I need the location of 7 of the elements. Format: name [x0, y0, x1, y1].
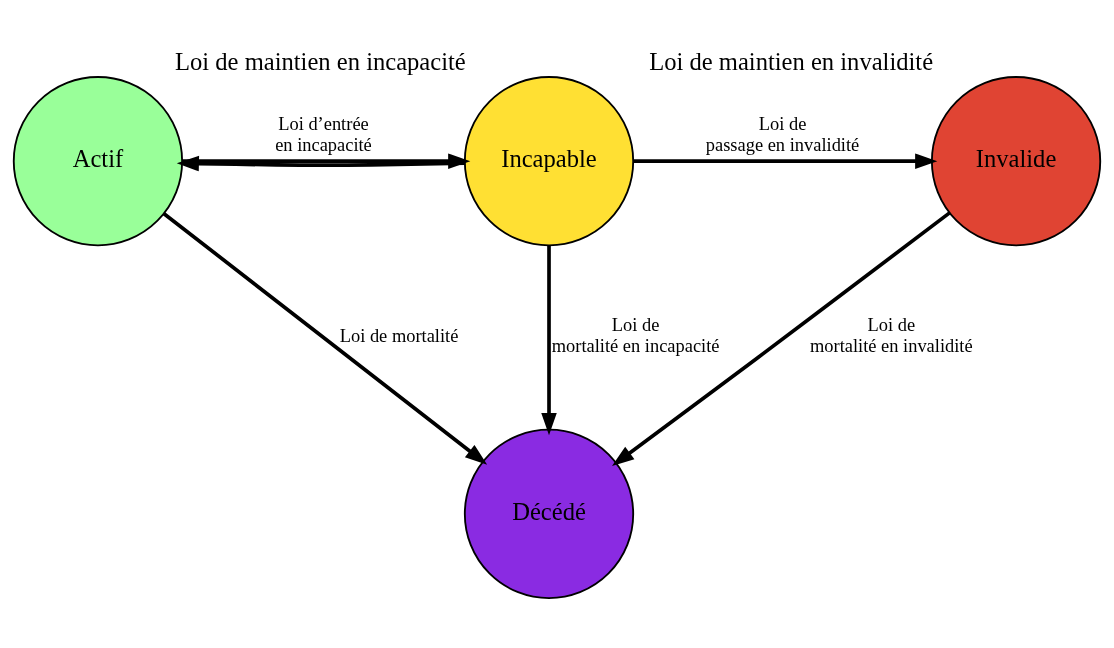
- edge-label: Loi de mortalité: [339, 325, 459, 346]
- edge-label: Loi d’entrée en incapacité: [275, 114, 372, 156]
- edge-label: Loi de passage en invalidité: [705, 114, 860, 156]
- edge-label: Loi de mortalité en invalidité: [809, 315, 973, 357]
- node-label: Loi de maintien en incapacité: [175, 47, 466, 75]
- edge-label: Loi de mortalité en incapacité: [551, 315, 720, 357]
- node-label: Loi de maintien en invalidité: [649, 47, 934, 75]
